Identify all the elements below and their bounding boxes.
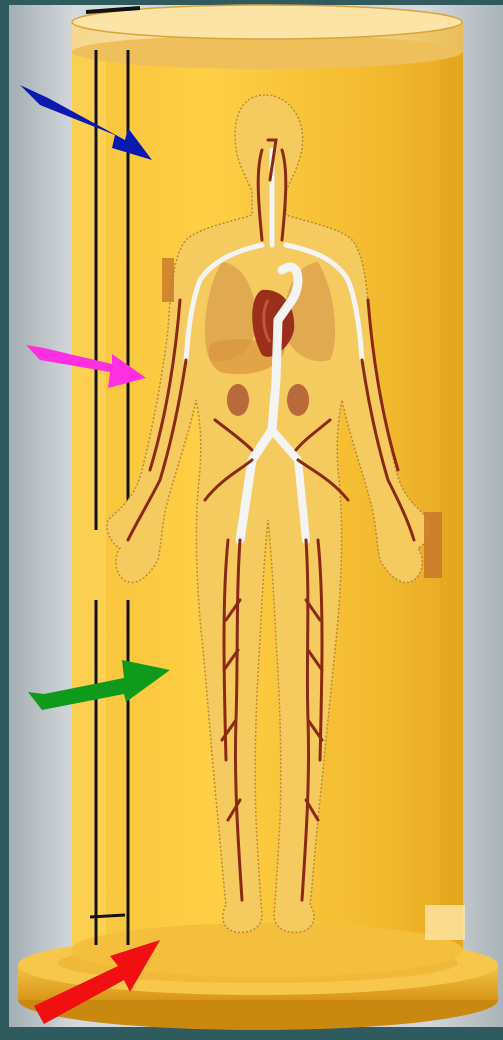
side-block-left <box>162 258 174 302</box>
side-block-right <box>424 512 442 578</box>
cylinder-top-cap <box>72 5 463 69</box>
frame-left <box>0 0 9 1040</box>
frame-top <box>0 0 503 5</box>
